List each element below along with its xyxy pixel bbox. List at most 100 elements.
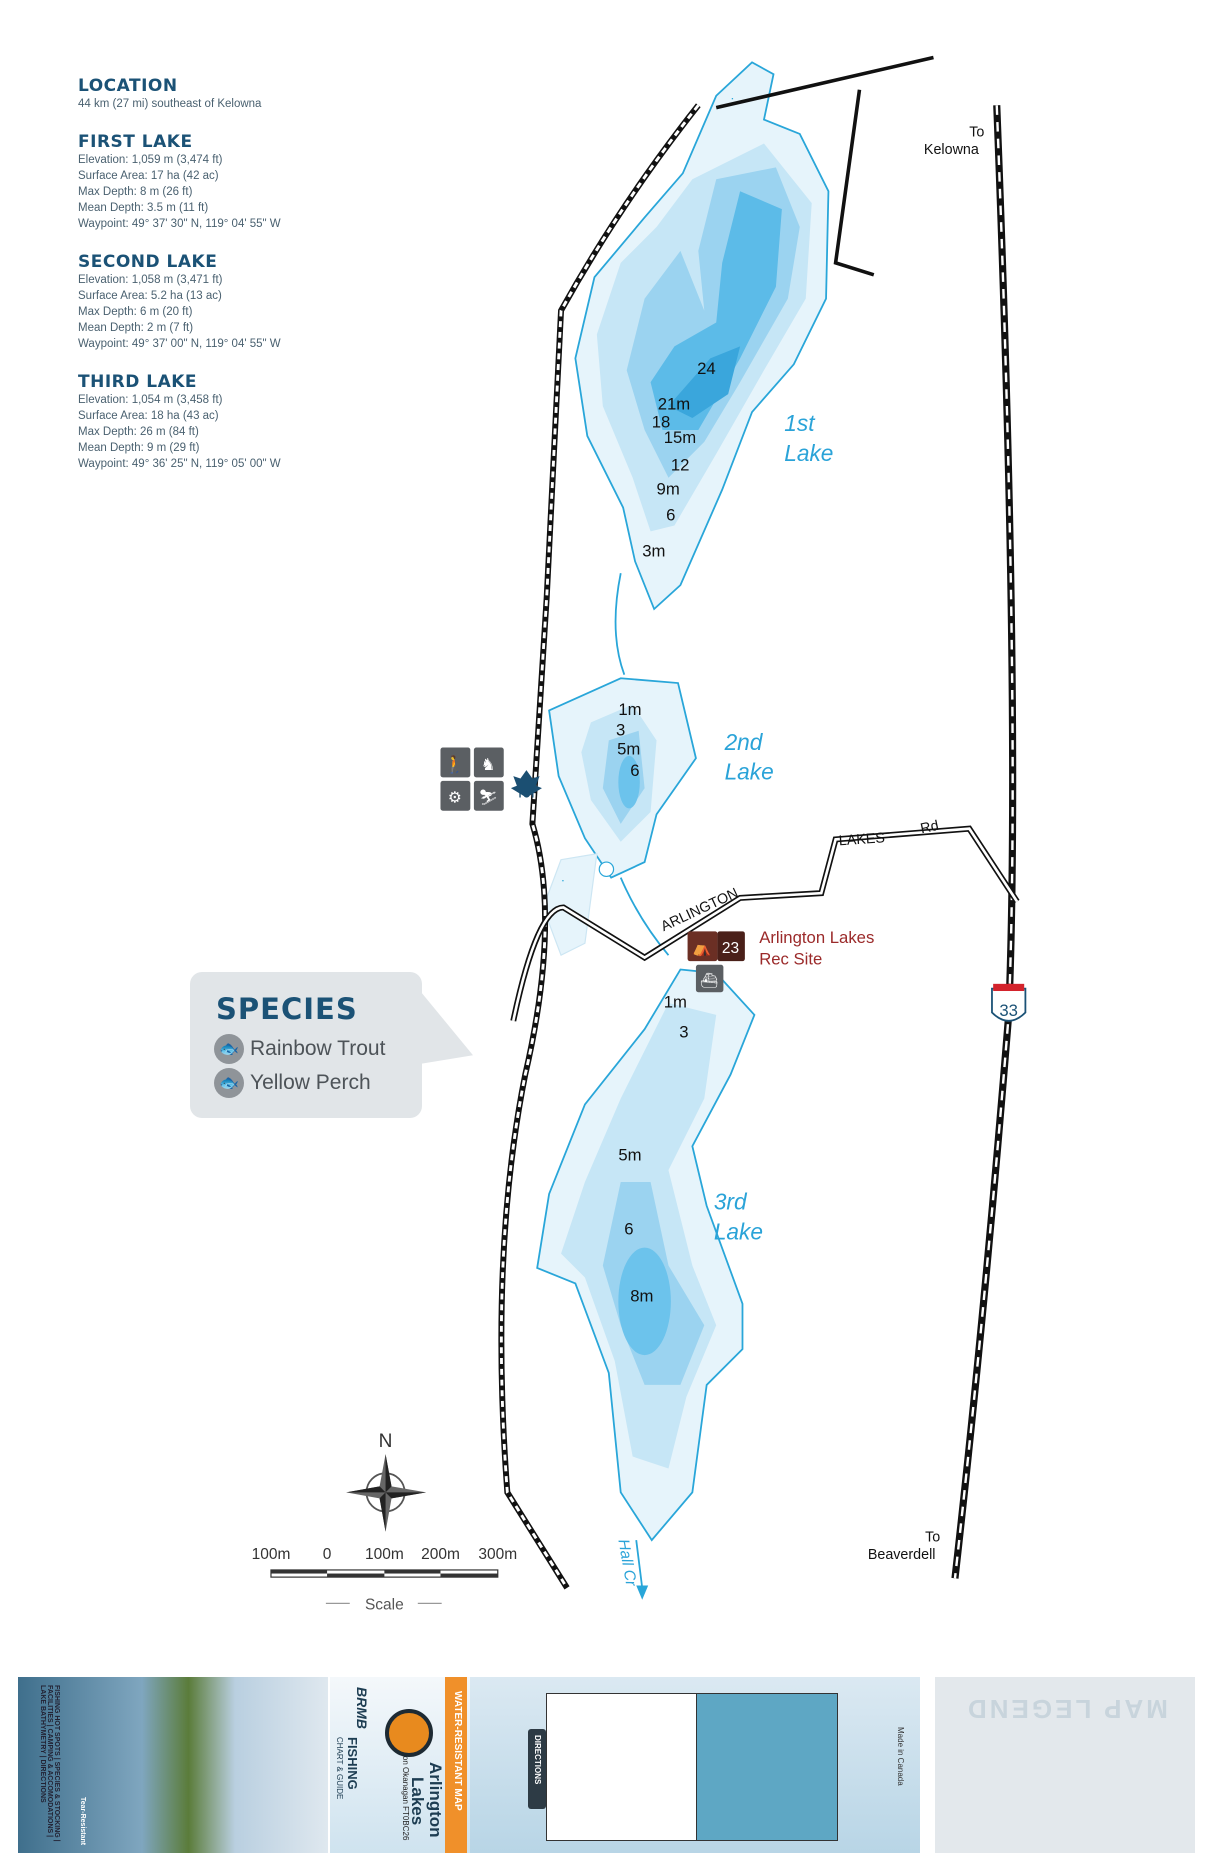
scale-tick: 100m	[365, 1546, 404, 1563]
compass-rose: N	[346, 1431, 427, 1532]
depth-label: 12	[671, 456, 690, 475]
second-lake-section: SECOND LAKE Elevation: 1,058 m (3,471 ft…	[78, 252, 378, 352]
camping-icon: ⛺	[692, 940, 711, 957]
road-label-lakes: LAKES	[838, 830, 885, 849]
depth-label: 3m	[642, 541, 665, 560]
rec-site-number: 23	[722, 940, 739, 957]
cover-title-2: Lakes	[408, 1777, 427, 1826]
road-label-arlington: ARLINGTON	[659, 885, 741, 935]
depth-label: 5m	[618, 1146, 641, 1165]
lake-label-second-2: Lake	[725, 759, 774, 785]
scale-bar: 100m 0 100m 200m 300m Scale	[252, 1546, 518, 1613]
maple-leaf-icon	[510, 770, 542, 798]
depth-label: 3	[679, 1023, 688, 1042]
first-lake	[574, 61, 830, 611]
depth-labels: 24 21m 18 15m 12 9m 6 3m 1m 3 5m 6 1m 3 …	[616, 359, 716, 1306]
fish-icon: 🐟	[214, 1034, 244, 1064]
region-map	[696, 1693, 838, 1841]
product-sublabel: CHART & GUIDE	[335, 1737, 344, 1800]
map-legend-panel: MAP LEGEND	[935, 1677, 1195, 1853]
rec-site-marker[interactable]: ⛺ 23 ⛴ Arlington Lakes Rec Site	[687, 928, 875, 993]
depth-label: 1m	[618, 700, 641, 719]
species-title: SPECIES	[216, 992, 358, 1026]
legend-title: MAP LEGEND	[965, 1694, 1168, 1724]
info-line: Surface Area: 18 ha (43 ac)	[78, 410, 219, 422]
direction-kelowna: Kelowna	[924, 142, 979, 158]
mountain-bike-icon: ⚙	[448, 789, 462, 806]
scale-tick: 0	[323, 1546, 332, 1563]
highway-33-shield: 33	[991, 983, 1027, 1022]
second-lake	[542, 573, 697, 957]
snowmobile-icon: ⛷	[478, 788, 498, 806]
water-resistant-banner: WATER-RESISTANT MAP	[445, 1677, 467, 1853]
compass-north-label: N	[379, 1431, 393, 1452]
first-lake-title: FIRST LAKE	[78, 132, 193, 152]
direction-to-north: To	[969, 124, 984, 140]
depth-label: 15m	[664, 428, 697, 447]
info-line: Elevation: 1,059 m (3,474 ft)	[78, 154, 223, 166]
creek-label: Hall Cr	[614, 1538, 639, 1588]
third-lake-section: THIRD LAKE Elevation: 1,054 m (3,458 ft)…	[78, 372, 378, 472]
directions-panel: DIRECTIONS Made in Canada	[470, 1677, 920, 1853]
depth-label: 18	[652, 413, 671, 432]
cover-title: Arlington	[426, 1762, 445, 1838]
lake-label-first: 1st	[784, 410, 816, 436]
info-line: Surface Area: 17 ha (42 ac)	[78, 170, 219, 182]
species-name: Yellow Perch	[250, 1071, 371, 1094]
marsh-icon: ᐝ	[731, 96, 734, 111]
depth-label: 8m	[630, 1286, 653, 1305]
info-line: Waypoint: 49° 36' 25" N, 119° 05' 00" W	[78, 458, 281, 470]
horseback-icon: ♞	[481, 755, 496, 774]
road-label-rd: Rd	[919, 818, 940, 837]
directions-label: DIRECTIONS	[533, 1735, 542, 1785]
info-line: Mean Depth: 9 m (29 ft)	[78, 442, 200, 454]
info-line: Max Depth: 6 m (20 ft)	[78, 306, 193, 318]
lake-label-third: 3rd	[714, 1188, 748, 1214]
first-lake-section: FIRST LAKE Elevation: 1,059 m (3,474 ft)…	[78, 132, 378, 232]
species-name: Rainbow Trout	[250, 1037, 386, 1060]
access-road	[715, 55, 934, 277]
depth-label: 24	[697, 359, 716, 378]
species-item: 🐟 Yellow Perch	[214, 1066, 422, 1100]
info-line: Mean Depth: 2 m (7 ft)	[78, 322, 194, 334]
info-line: Waypoint: 49° 37' 00" N, 119° 04' 55" W	[78, 338, 281, 350]
hiking-icon: 🚶	[444, 754, 465, 774]
third-lake	[536, 968, 756, 1600]
trail-activities: 🚶 ♞ ⚙ ⛷ TCT	[440, 747, 542, 811]
location-title: LOCATION	[78, 76, 178, 96]
depth-label: 6	[666, 506, 675, 525]
second-lake-title: SECOND LAKE	[78, 252, 218, 272]
info-line: Waypoint: 49° 37' 30" N, 119° 04' 55" W	[78, 218, 281, 230]
brand-logo: BRMB	[354, 1687, 370, 1729]
info-line: Max Depth: 26 m (84 ft)	[78, 426, 199, 438]
rec-site-name: Arlington Lakes	[759, 928, 874, 947]
info-line: Elevation: 1,058 m (3,471 ft)	[78, 274, 223, 286]
creek-arrow-icon	[636, 1585, 649, 1600]
location-section: LOCATION 44 km (27 mi) southeast of Kelo…	[78, 76, 378, 112]
lake-label-first-2: Lake	[784, 440, 833, 466]
depth-label: 6	[624, 1220, 633, 1239]
banner-text: WATER-RESISTANT MAP	[452, 1691, 463, 1811]
lake-label-third-2: Lake	[714, 1218, 763, 1244]
product-label: FISHING	[345, 1737, 360, 1790]
rec-site-name-2: Rec Site	[759, 950, 822, 969]
depth-label: 9m	[657, 479, 680, 498]
lake-label-second: 2nd	[724, 729, 764, 755]
scale-tick: 300m	[478, 1546, 517, 1563]
direction-to-south: To	[925, 1529, 940, 1545]
boat-launch-icon: ⛴	[700, 972, 718, 989]
highway-number: 33	[999, 1001, 1018, 1020]
cover-photo-panel: FISHING HOT SPOTS | SPECIES & STOCKING |…	[18, 1677, 328, 1853]
depth-label: 21m	[658, 395, 691, 414]
marsh-icon: ᐝ	[561, 878, 564, 893]
species-item: 🐟 Rainbow Trout	[214, 1032, 422, 1066]
depth-label: 6	[630, 761, 639, 780]
fish-icon: 🐟	[214, 1068, 244, 1098]
species-callout: SPECIES 🐟 Rainbow Trout 🐟 Yellow Perch	[190, 972, 422, 1118]
info-line: Mean Depth: 3.5 m (11 ft)	[78, 202, 209, 214]
depth-label: 5m	[617, 740, 640, 759]
depth-label: 1m	[664, 993, 687, 1012]
scale-tick: 100m	[252, 1546, 291, 1563]
scale-tick: 200m	[421, 1546, 460, 1563]
